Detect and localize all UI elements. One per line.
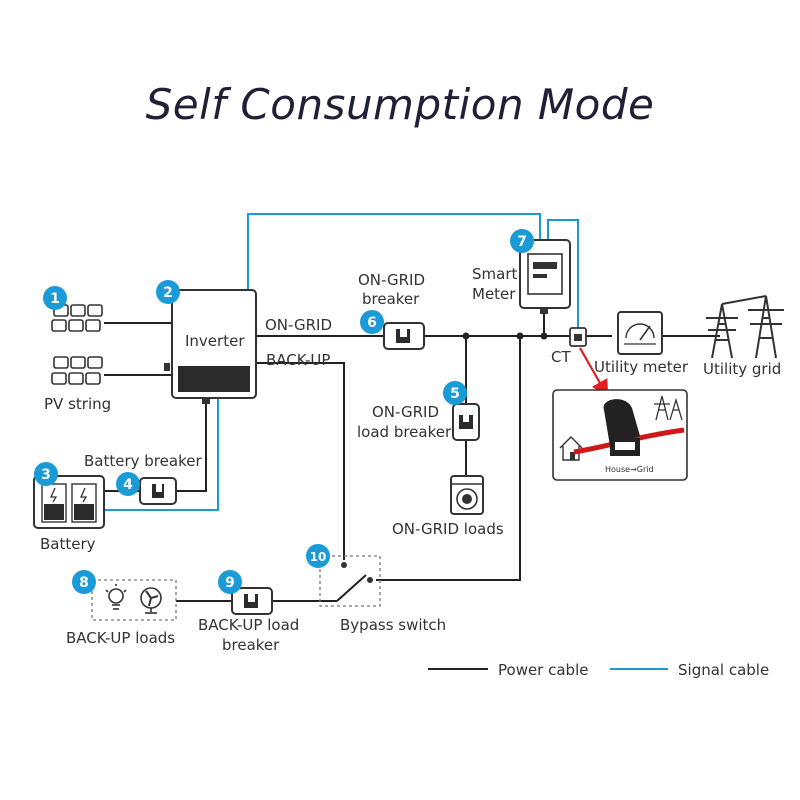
svg-text:6: 6 (367, 315, 377, 331)
battery-breaker (139, 477, 177, 505)
ongrid-load-breaker: ON-GRID load breaker (357, 403, 480, 441)
ct-clamp-icon (603, 399, 640, 446)
backup-load-breaker: BACK-UP load breaker (198, 587, 299, 654)
svg-text:7: 7 (517, 234, 527, 250)
badge-8: 8 (72, 570, 96, 594)
page-title: Self Consumption Mode (145, 80, 655, 129)
ongrid-load-breaker-label-1: ON-GRID (372, 403, 439, 421)
backup-load-breaker-label-2: breaker (222, 636, 280, 654)
backup-port-label: BACK-UP (266, 351, 330, 369)
smart-meter: Smart Meter (472, 239, 571, 314)
inverter: Inverter ON-GRID BACK-UP (164, 289, 332, 404)
legend: Power cable Signal cable (428, 661, 769, 679)
ct-label: CT (551, 348, 571, 366)
ct-inset: House→Grid (552, 389, 688, 481)
inverter-display (178, 366, 250, 392)
grid-tower-icon (654, 395, 670, 421)
battery-charge-icon (49, 487, 58, 503)
fan-icon (140, 587, 162, 614)
power-cable-bypass (376, 336, 521, 581)
ongrid-breaker: ON-GRID breaker (358, 271, 425, 350)
signal-cables (104, 213, 579, 511)
signal-cable-inverter-meter (247, 213, 541, 290)
bypass-switch-label: Bypass switch (340, 616, 446, 634)
badge-10: 10 (306, 544, 330, 568)
svg-text:3: 3 (41, 467, 51, 483)
backup-loads-label: BACK-UP loads (66, 629, 175, 647)
badge-3: 3 (34, 462, 58, 486)
utility-meter-label: Utility meter (594, 358, 689, 376)
ongrid-loads-label: ON-GRID loads (392, 520, 504, 538)
svg-text:9: 9 (225, 575, 235, 591)
ct-sensor: CT (551, 327, 609, 398)
solar-panel-icon (51, 304, 103, 385)
utility-meter-icon (617, 311, 663, 355)
svg-text:8: 8 (79, 575, 89, 591)
number-badges: 1 2 3 4 5 6 7 8 9 10 (34, 229, 534, 594)
backup-loads: BACK-UP loads (66, 579, 177, 647)
ct-direction-text: House→Grid (605, 465, 654, 474)
utility-grid-label: Utility grid (703, 360, 781, 378)
utility-meter: Utility meter (594, 311, 689, 376)
signal-cable-battery (104, 394, 219, 511)
power-cables (104, 312, 720, 602)
badge-6: 6 (360, 310, 384, 334)
light-bulb-icon (105, 584, 127, 610)
svg-text:4: 4 (123, 477, 133, 493)
badge-2: 2 (156, 280, 180, 304)
signal-cable-meter-ct (547, 219, 579, 336)
ongrid-loads: ON-GRID loads (392, 475, 504, 538)
smart-meter-label-1: Smart (472, 265, 517, 283)
badge-4: 4 (116, 472, 140, 496)
svg-text:5: 5 (450, 386, 460, 402)
ongrid-breaker-label-1: ON-GRID (358, 271, 425, 289)
power-tower-icon (706, 295, 784, 359)
bypass-switch: Bypass switch (319, 555, 446, 634)
badge-1: 1 (43, 286, 67, 310)
power-cable-backup (256, 362, 345, 560)
badge-5: 5 (443, 381, 467, 405)
svg-text:2: 2 (163, 285, 173, 301)
power-cable-battery (104, 398, 207, 492)
ongrid-load-breaker-label-2: load breaker (357, 423, 452, 441)
power-junctions (462, 332, 548, 340)
utility-grid: Utility grid (703, 295, 784, 378)
battery-label: Battery (40, 535, 96, 553)
ongrid-port-label: ON-GRID (265, 316, 332, 334)
badge-9: 9 (218, 570, 242, 594)
svg-text:10: 10 (310, 550, 327, 564)
badge-7: 7 (510, 229, 534, 253)
svg-text:1: 1 (50, 291, 60, 307)
backup-load-breaker-label-1: BACK-UP load (198, 616, 299, 634)
ongrid-breaker-label-2: breaker (362, 290, 420, 308)
legend-signal-label: Signal cable (678, 661, 769, 679)
pv-string-label: PV string (44, 395, 111, 413)
battery-breaker-label: Battery breaker (84, 452, 202, 470)
smart-meter-label-2: Meter (472, 285, 516, 303)
inverter-label: Inverter (185, 332, 245, 350)
legend-power-label: Power cable (498, 661, 588, 679)
battery: Battery Battery breaker (33, 452, 202, 553)
pv-string: PV string (44, 304, 111, 413)
